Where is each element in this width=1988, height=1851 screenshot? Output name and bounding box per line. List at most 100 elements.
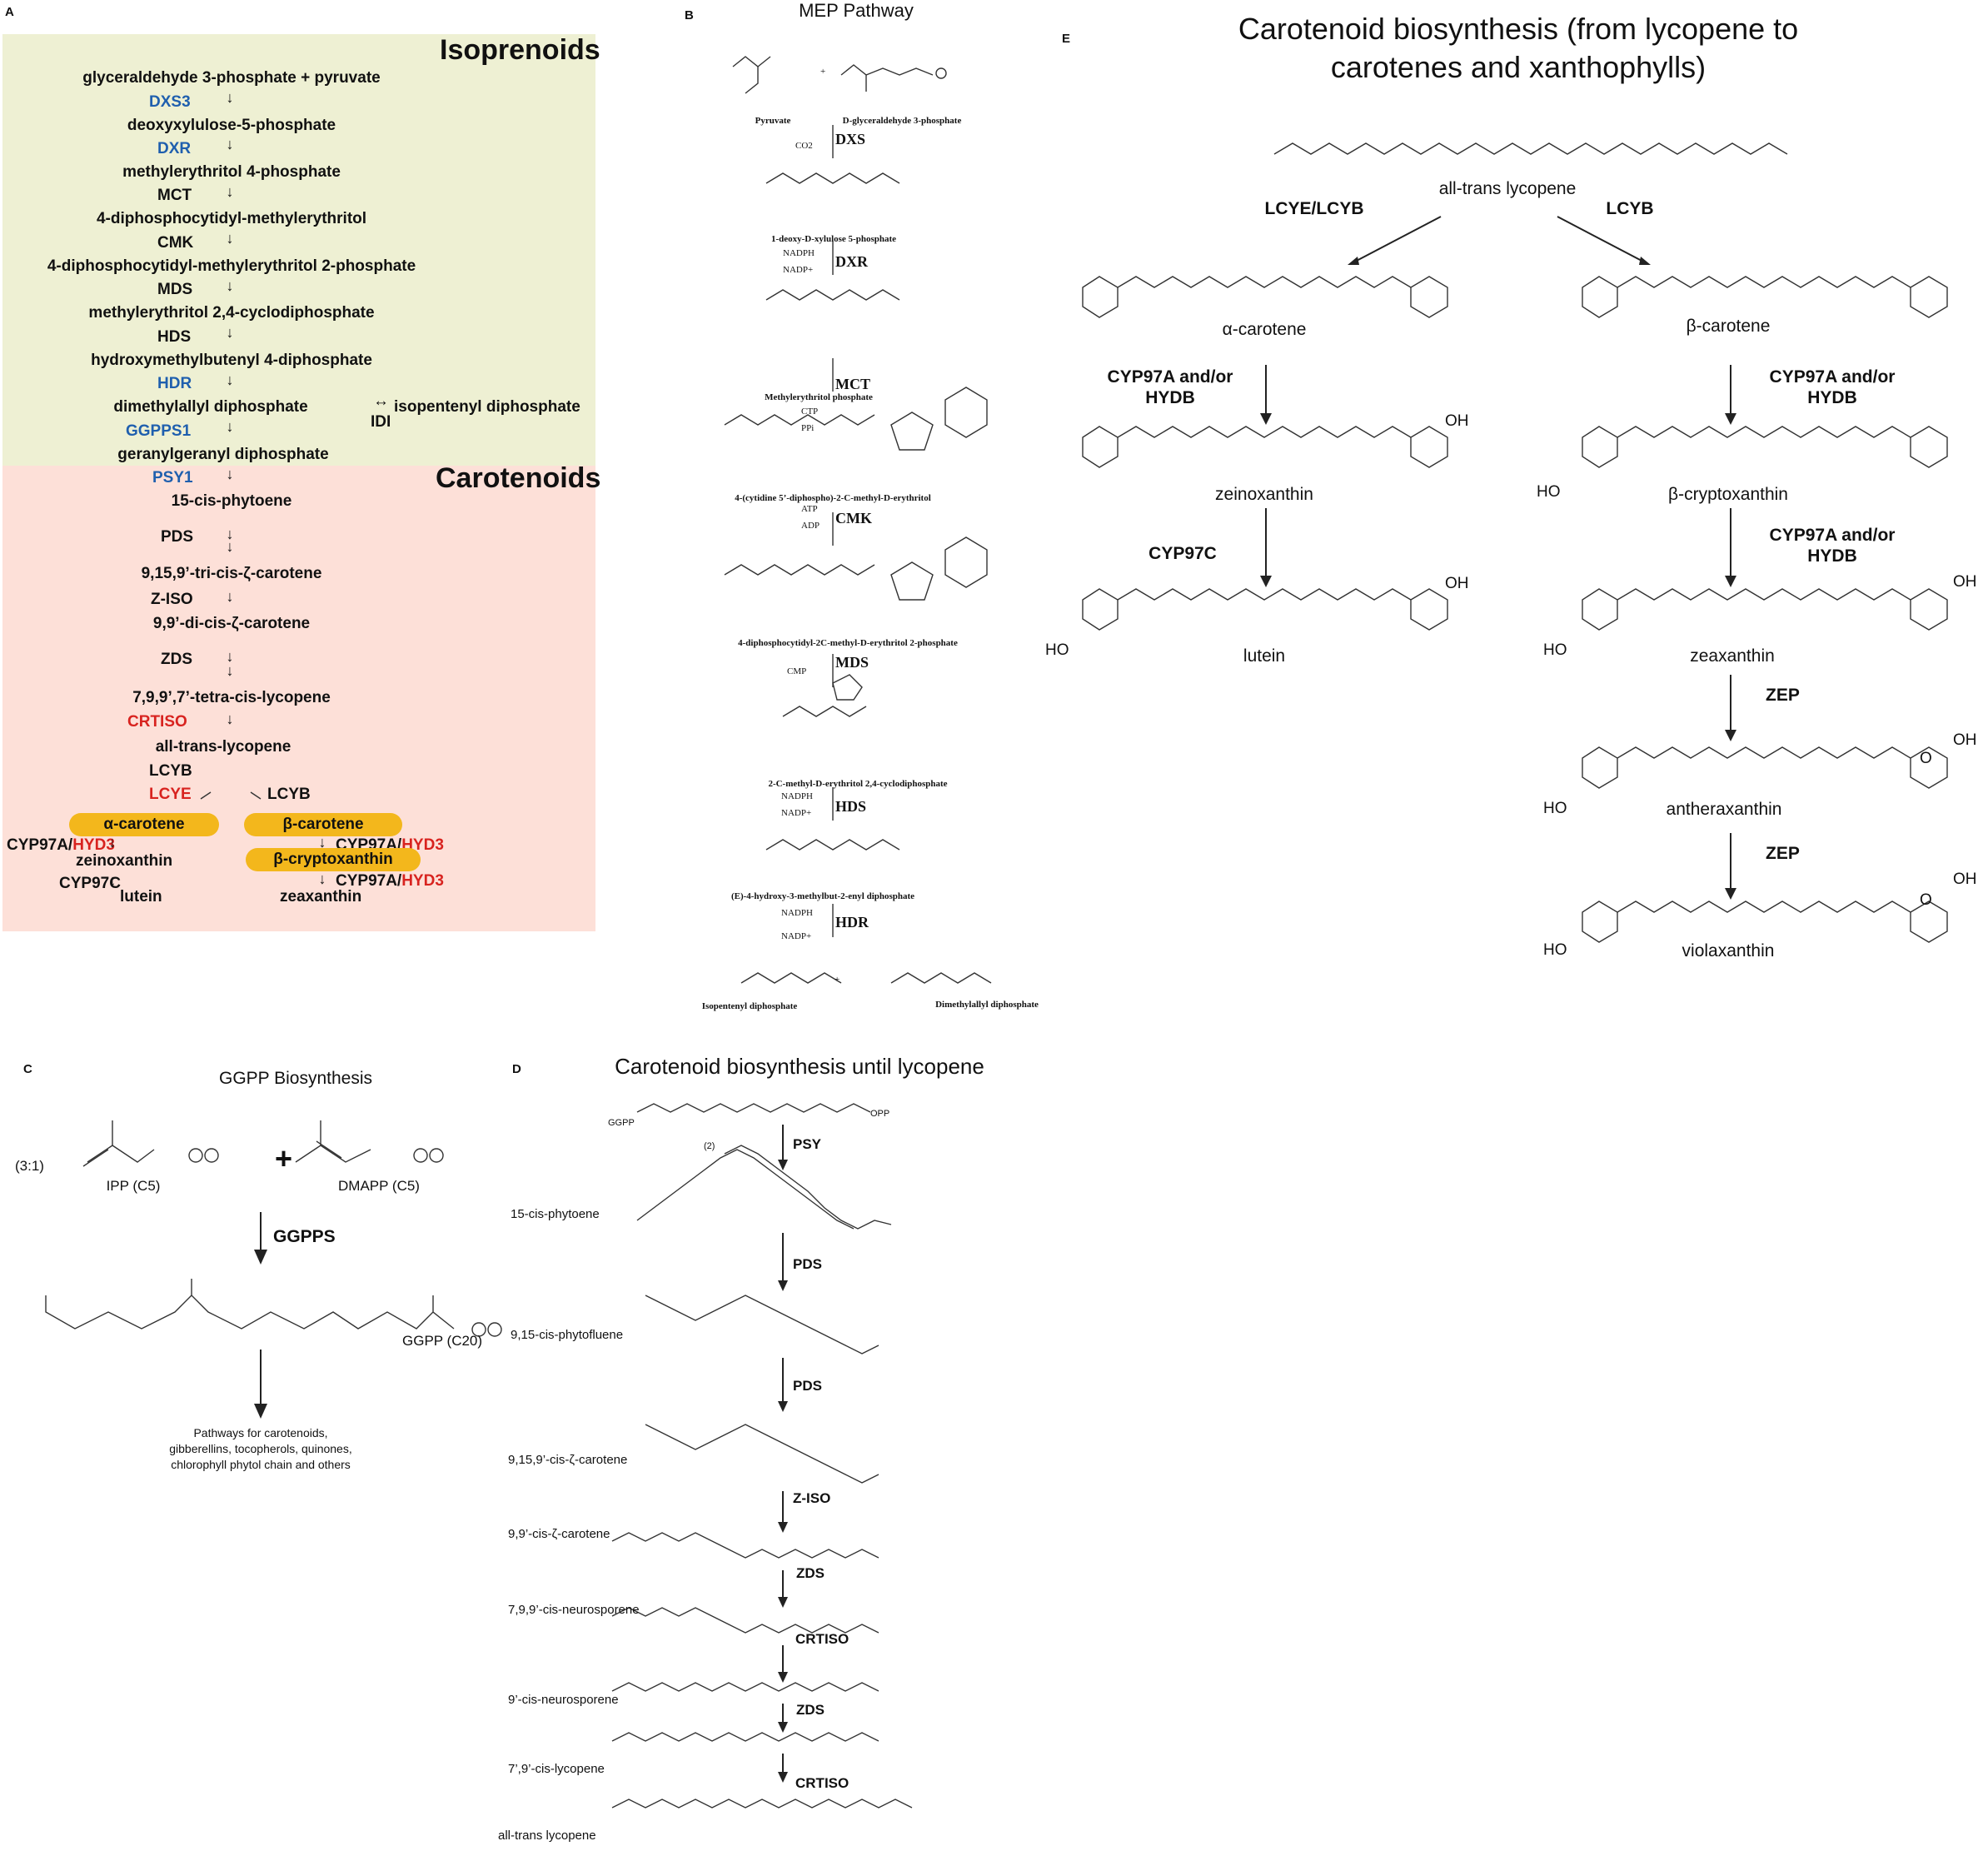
panel-a-pathway: Isoprenoids Carotenoids glyceraldehyde 3…	[2, 34, 600, 931]
arrow-down: ↓	[226, 466, 234, 482]
enzyme-psy: PSY	[793, 1136, 822, 1152]
compound-mecpp: 2-C-methyl-D-erythritol 2,4-cyclodiphosp…	[768, 779, 948, 789]
hyd3-label: HYD3	[401, 872, 444, 890]
plus-sign: +	[820, 67, 826, 77]
enzyme-pds-1: PDS	[793, 1256, 822, 1272]
cofactor-ppi: PPi	[801, 423, 815, 433]
enzyme-zds-2: ZDS	[796, 1702, 825, 1718]
compound-hmbpp: (E)-4-hydroxy-3-methylbut-2-enyl diphosp…	[730, 891, 915, 901]
compound-zeta-carotene-tri-cis: 9,15,9’-cis-ζ-carotene	[508, 1453, 628, 1467]
idi-double-arrow: ↔	[373, 392, 389, 410]
beta-carotene-highlight: β-carotene	[244, 813, 402, 836]
enzyme-ggpps1: GGPPS1	[126, 422, 192, 440]
enzyme-mds: MDS	[157, 281, 193, 298]
enzyme-cmk: CMK	[835, 510, 872, 526]
enzyme-crtiso: CRTISO	[127, 713, 187, 731]
enzyme-hds: HDS	[835, 798, 867, 815]
metabolite-all-trans-lycopene: all-trans-lycopene	[155, 738, 291, 756]
arrow-down: ↓	[318, 834, 326, 851]
enzyme-dxr: DXR	[157, 140, 192, 157]
ggpp-structures	[45, 1120, 502, 1419]
cofactor-ctp: CTP	[801, 407, 819, 417]
compound-zeinoxanthin: zeinoxanthin	[1215, 485, 1313, 504]
arrow-down: ↓	[226, 89, 234, 106]
compound-all-trans-lycopene: all-trans lycopene	[1438, 179, 1577, 198]
panel-b-title: MEP Pathway	[799, 0, 914, 21]
compound-phytoene: 15-cis-phytoene	[511, 1207, 600, 1221]
panel-e-title: Carotenoid biosynthesis (from lycopene t…	[1238, 10, 1798, 87]
metabolite-lutein: lutein	[120, 888, 162, 906]
enzyme-cyp97a-hydb-beta-2: CYP97A and/or HYDB	[1769, 526, 1896, 566]
metabolite-di-cis-zeta-carotene: 9,9’-di-cis-ζ-carotene	[152, 615, 311, 632]
metabolite-zeinoxanthin: zeinoxanthin	[76, 852, 173, 870]
compound-g3p: D-glyceraldehyde 3-phosphate	[842, 116, 962, 126]
dmapp-label: DMAPP (C5)	[338, 1178, 420, 1194]
panel-e-title-line2: carotenes and xanthophylls)	[1330, 50, 1706, 84]
compound-beta-carotene: β-carotene	[1686, 317, 1771, 336]
compound-mep: Methylerythritol phosphate	[765, 392, 873, 402]
hydroxyl-label: HO	[1537, 483, 1561, 501]
enzyme-lcyb-left: LCYB	[149, 762, 192, 780]
enzyme-lcye-lcyb: LCYE/LCYB	[1264, 199, 1364, 218]
carotenoids-title: Carotenoids	[436, 462, 601, 494]
plus-sign: +	[275, 1141, 293, 1175]
arrow-down: ↓	[226, 538, 234, 555]
stoichiometry-label: (2)	[704, 1141, 715, 1151]
cofactor-adp: ADP	[801, 521, 820, 531]
arrow-down: ↓	[226, 711, 234, 727]
hydroxyl-label: HO	[1543, 800, 1567, 817]
arrow-down: ↓	[226, 324, 234, 341]
isoprenoids-title: Isoprenoids	[440, 34, 600, 66]
compound-neurosporene-cis: 9’-cis-neurosporene	[508, 1693, 619, 1707]
cofactor-cmp: CMP	[787, 666, 807, 676]
enzyme-mds: MDS	[835, 654, 869, 671]
hydroxyl-label: HO	[1543, 641, 1567, 659]
arrow-down: ↓	[108, 834, 117, 851]
cofactor-nadph: NADPH	[783, 248, 815, 258]
enzyme-cyp97a-hydb-alpha: CYP97A and/or HYDB	[1107, 367, 1233, 407]
enzyme-cyp97a-right-2: CYP97A/HYD3	[336, 872, 444, 891]
enzyme-dxs: DXS	[835, 131, 866, 147]
hydroxyl-label: HO	[1543, 941, 1567, 959]
enzyme-lcyb: LCYB	[1606, 199, 1654, 218]
compound-lycopene-cis: 7’,9’-cis-lycopene	[508, 1762, 605, 1776]
arrow-down: ↓	[226, 588, 234, 605]
mep-pathway-structures	[724, 56, 992, 984]
enzyme-z-iso: Z-ISO	[793, 1490, 831, 1506]
compound-dmapp: Dimethylallyl diphosphate	[935, 1000, 1039, 1010]
panel-d-title: Carotenoid biosynthesis until lycopene	[615, 1054, 984, 1079]
enzyme-mct: MCT	[835, 376, 870, 392]
enzyme-cyp97a-hydb-beta-1: CYP97A and/or HYDB	[1769, 367, 1896, 407]
lycopene-pathway-structures	[611, 1103, 913, 1809]
cofactor-atp: ATP	[801, 504, 818, 514]
enzyme-mct: MCT	[157, 187, 192, 204]
hydroxyl-label: HO	[1045, 641, 1069, 659]
metabolite-dmapp: dimethylallyl diphosphate	[113, 398, 308, 416]
enzyme-dxs3: DXS3	[149, 93, 191, 111]
hydroxyl-label: OH	[1445, 575, 1469, 592]
enzyme-crtiso-1: CRTISO	[795, 1631, 850, 1647]
compound-zeta-carotene-di-cis: 9,9’-cis-ζ-carotene	[508, 1527, 610, 1541]
enzyme-lcye: LCYE	[149, 786, 192, 803]
ggpp-label: GGPP (C20)	[402, 1333, 483, 1349]
compound-antheraxanthin: antheraxanthin	[1666, 800, 1782, 819]
compound-neurosporene-tri-cis: 7,9,9’-cis-neurosporene	[508, 1603, 640, 1617]
arrow-down: ↓	[226, 372, 234, 388]
hydroxyl-label: OH	[1953, 731, 1977, 749]
enzyme-lcyb-right: LCYB	[267, 786, 311, 803]
cyp97a-label: CYP97A/	[7, 836, 73, 854]
downstream-pathways-note: Pathways for carotenoids, gibberellins, …	[169, 1426, 352, 1471]
compound-dxp: 1-deoxy-D-xylulose 5-phosphate	[770, 234, 897, 244]
compound-ipp: Isopentenyl diphosphate	[701, 1001, 798, 1011]
compound-zeaxanthin: zeaxanthin	[1690, 646, 1775, 666]
metabolite-tetra-cis-lycopene: 7,9,9’,7’-tetra-cis-lycopene	[132, 689, 331, 706]
enzyme-zds: ZDS	[161, 651, 192, 668]
panel-e-letter: E	[1062, 32, 1071, 46]
enzyme-ggpps: GGPPS	[273, 1227, 336, 1246]
enzyme-cyp97c: CYP97C	[1148, 544, 1217, 563]
enzyme-crtiso-2: CRTISO	[795, 1775, 850, 1791]
compound-phytofluene: 9,15-cis-phytofluene	[511, 1328, 624, 1342]
arrow-down: ↓	[226, 418, 234, 435]
epoxide-label: O	[1920, 891, 1932, 909]
hyd3-label: HYD3	[72, 836, 115, 854]
